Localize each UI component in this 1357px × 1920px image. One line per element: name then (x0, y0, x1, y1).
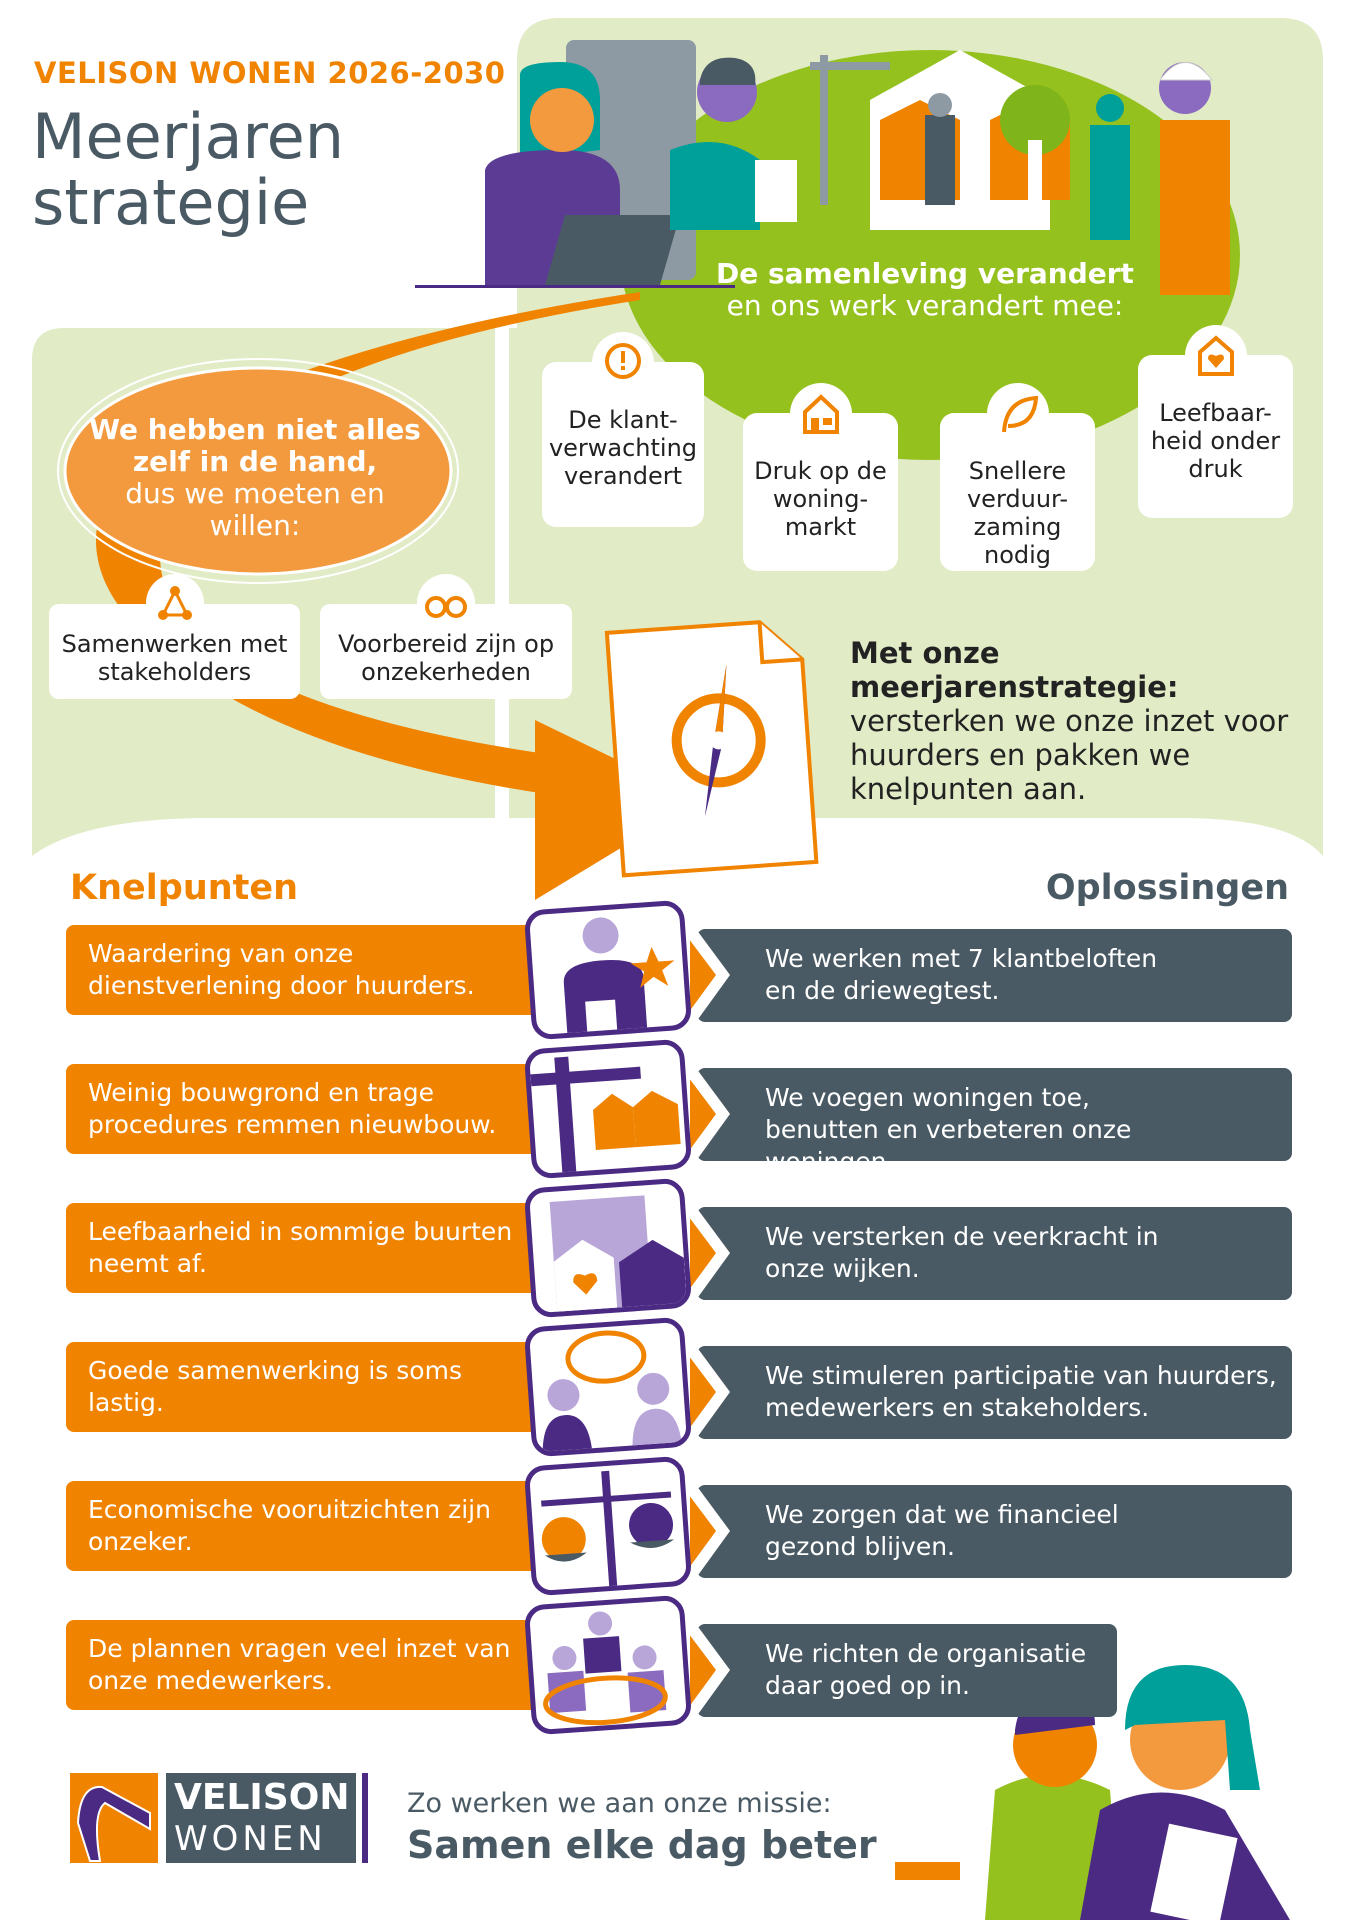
solution-text: We voegen woningen toe, benutten en verb… (765, 1083, 1132, 1176)
society-card: Druk op de woning-markt (743, 383, 898, 571)
problem-bar: Economische vooruitzichten zijn onzeker. (66, 1481, 546, 1571)
strategy-document-icon (604, 620, 819, 878)
heart-house-icon (1184, 325, 1247, 387)
crane-houses-icon (523, 1038, 693, 1180)
chevron-right-icon (690, 1485, 730, 1578)
society-heading-bold: De samenleving verandert (716, 257, 1134, 290)
problems-heading: Knelpunten (70, 868, 299, 908)
solution-bar: We richten de organisatie daar goed op i… (697, 1624, 1117, 1717)
scales-euro-icon (523, 1455, 693, 1597)
solutions-heading: Oplossingen (1045, 868, 1289, 908)
binoculars-icon (417, 574, 475, 632)
solution-bar: We zorgen dat we financieel gezond blijv… (697, 1485, 1292, 1578)
chevron-right-icon (690, 1624, 730, 1717)
control-card: Samenwerken met stakeholders (49, 574, 300, 699)
leaf-icon (986, 383, 1049, 445)
problem-bar: Leefbaarheid in sommige buurten neemt af… (66, 1203, 546, 1293)
solution-text: We versterken de veerkracht in onze wijk… (765, 1222, 1159, 1283)
strategy-statement: Met onze meerjarenstrategie:versterken w… (850, 636, 1330, 806)
solution-text: We zorgen dat we financieel gezond blijv… (765, 1500, 1119, 1561)
chevron-right-icon (690, 1068, 730, 1161)
card-label: Voorbereid zijn op onzekerheden (337, 630, 555, 686)
title-line2: strategie (32, 166, 310, 239)
worker-illustration (1160, 120, 1230, 295)
house-icon (789, 383, 852, 445)
mission: Samen elke dag beter (407, 1823, 877, 1867)
title-line1: Meerjaren (32, 100, 345, 173)
kicker: VELISON WONEN 2026-2030 (34, 56, 506, 90)
card-label: Druk op de woning-markt (754, 457, 887, 541)
logo-line1: VELISON (174, 1777, 350, 1818)
conversation-icon (523, 1316, 693, 1458)
solution-bar: We voegen woningen toe, benutten en verb… (697, 1068, 1292, 1176)
neighbourhood-heart-icon (523, 1177, 693, 1319)
control-statement: We hebben niet alles zelf in de hand,dus… (80, 414, 430, 542)
society-blob (620, 50, 1240, 460)
tagline: Zo werken we aan onze missie: (407, 1788, 832, 1819)
network-icon (145, 574, 204, 632)
solution-text: We richten de organisatie daar goed op i… (765, 1639, 1087, 1700)
card-label: De klant-verwachting verandert (548, 406, 698, 490)
strategy-bold: Met onze meerjarenstrategie: (850, 636, 1179, 704)
thumbs-up-star-icon (523, 899, 693, 1041)
problem-bar: Weinig bouwgrond en trage procedures rem… (66, 1064, 546, 1154)
problem-text: Leefbaarheid in sommige buurten neemt af… (88, 1217, 513, 1278)
problem-text: Goede samenwerking is soms lastig. (88, 1356, 462, 1417)
card-label: Samenwerken met stakeholders (61, 630, 288, 686)
society-card: Leefbaar-heid onder druk (1138, 325, 1293, 518)
control-bold: We hebben niet alles zelf in de hand, (89, 413, 421, 478)
problem-bar: De plannen vragen veel inzet van onze me… (66, 1620, 546, 1710)
society-card: De klant-verwachting verandert (542, 332, 704, 527)
society-heading-rest: en ons werk verandert mee: (726, 289, 1124, 322)
card-label: Leefbaar-heid onder druk (1150, 399, 1281, 483)
velison-logo: VELISON WONEN (70, 1773, 370, 1863)
problem-text: De plannen vragen veel inzet van onze me… (88, 1634, 511, 1695)
problem-text: Economische vooruitzichten zijn onzeker. (88, 1495, 491, 1556)
chevron-right-icon (690, 929, 730, 1022)
solution-bar: We stimuleren participatie van huurders,… (697, 1346, 1292, 1439)
logo-line2: WONEN (174, 1819, 327, 1859)
solution-text: We stimuleren participatie van huurders,… (765, 1361, 1277, 1422)
problem-text: Waardering van onze dienstverlening door… (88, 939, 475, 1000)
solution-bar: We versterken de veerkracht in onze wijk… (697, 1207, 1292, 1300)
control-card: Voorbereid zijn op onzekerheden (320, 574, 572, 699)
society-card: Snellere verduur-zaming nodig (940, 383, 1095, 571)
strategy-text: versterken we onze inzet voor huurders e… (850, 704, 1289, 806)
team-icon (523, 1594, 693, 1736)
problem-text: Weinig bouwgrond en trage procedures rem… (88, 1078, 497, 1139)
solution-text: We werken met 7 klantbeloften en de drie… (765, 944, 1158, 1005)
chevron-right-icon (690, 1207, 730, 1300)
chevron-right-icon (690, 1346, 730, 1439)
solution-bar: We werken met 7 klantbeloften en de drie… (697, 929, 1292, 1022)
man-illustration (985, 1775, 1120, 1920)
problem-bar: Waardering van onze dienstverlening door… (66, 925, 546, 1015)
control-rest: dus we moeten en willen: (125, 477, 385, 542)
exclamation-speech-icon (592, 332, 654, 394)
card-label: Snellere verduur-zaming nodig (966, 457, 1069, 569)
problem-bar: Goede samenwerking is soms lastig. (66, 1342, 546, 1432)
